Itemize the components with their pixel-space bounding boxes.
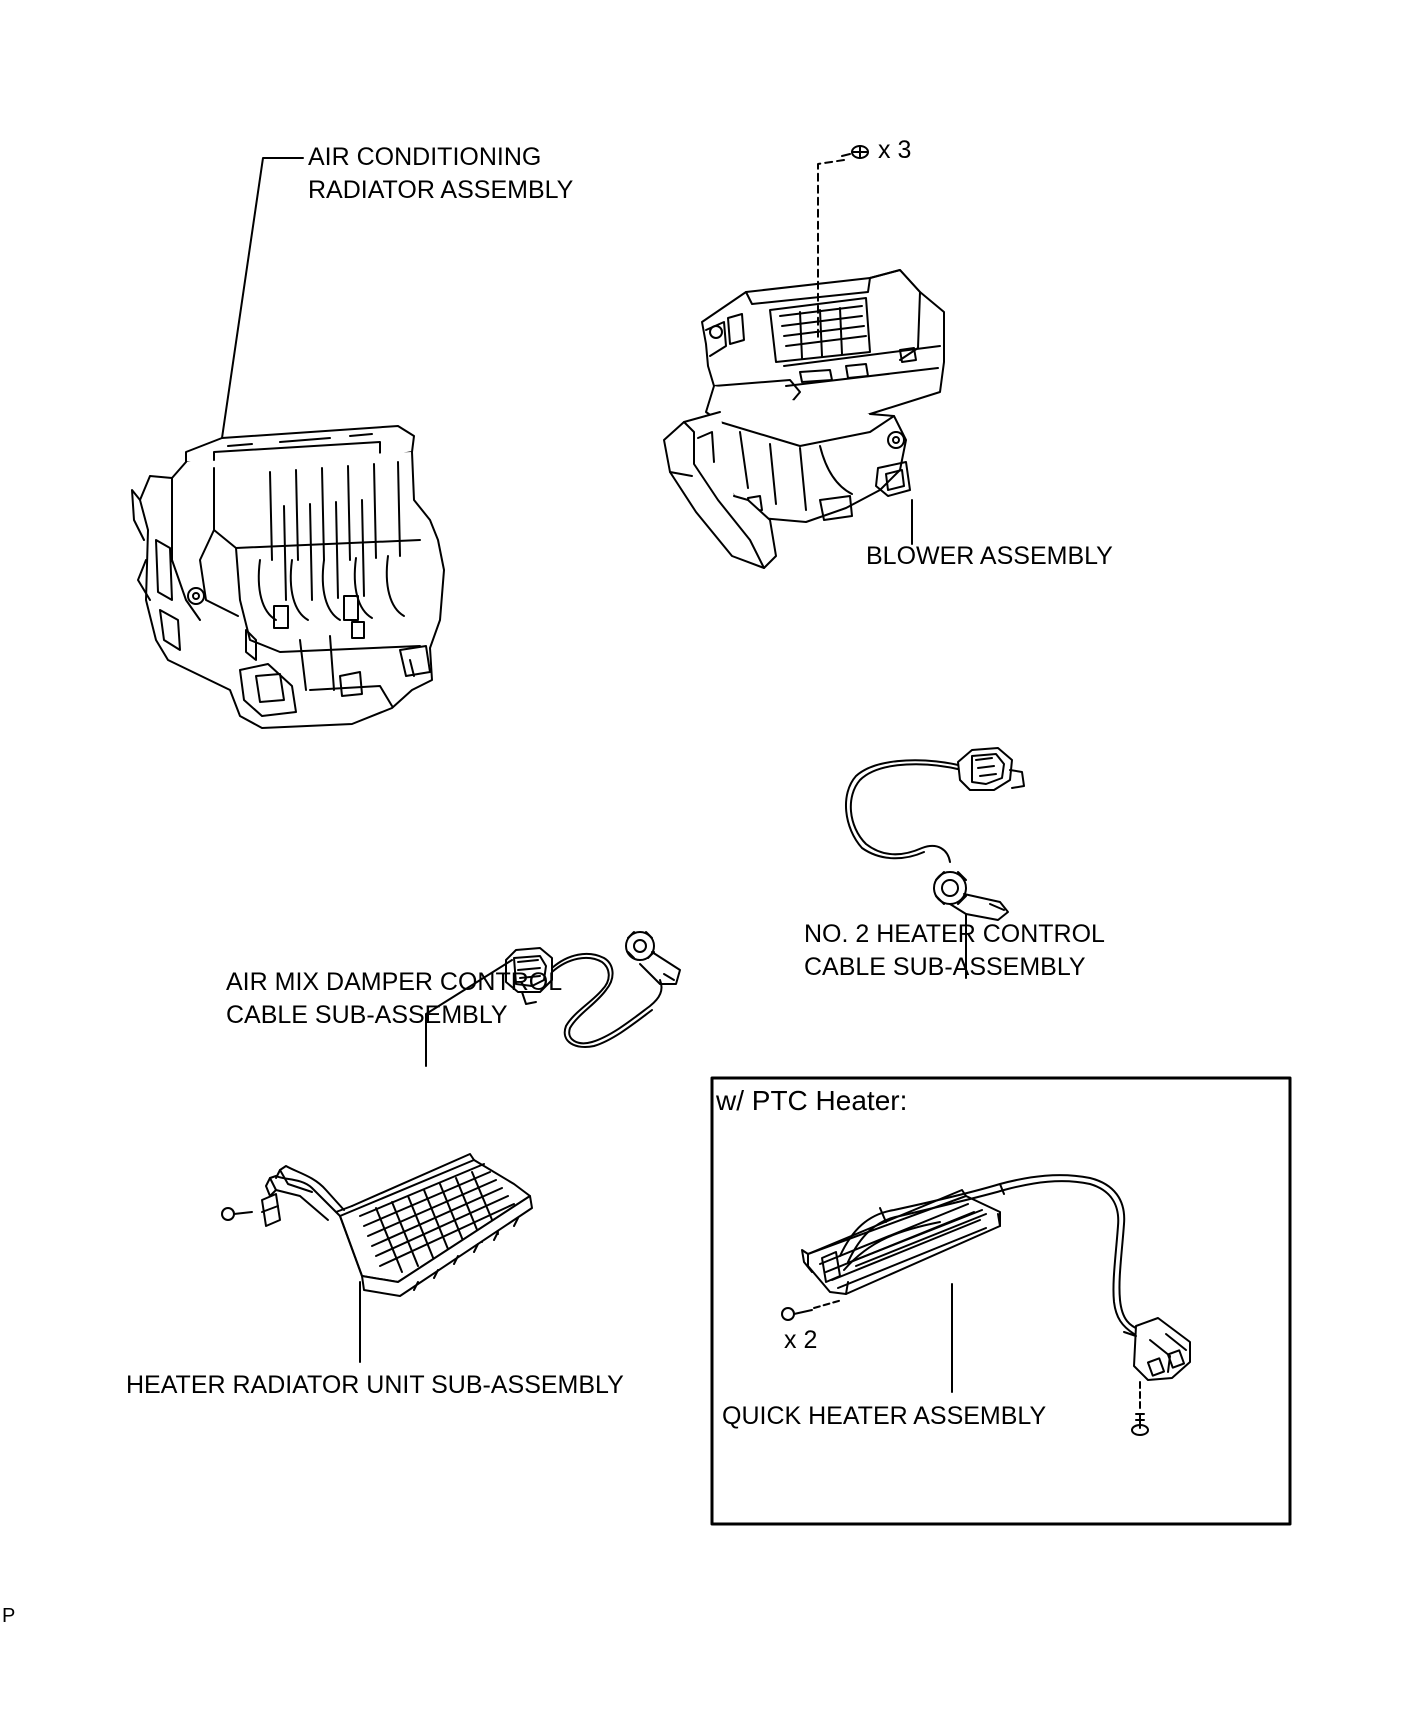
corner-mark: P — [2, 1605, 16, 1627]
air-mix-leader — [425, 959, 513, 1067]
heater-radiator-label: HEATER RADIATOR UNIT SUB-ASSEMBLY — [126, 1371, 624, 1399]
heater-radiator-screw-icon — [221, 1207, 253, 1221]
quick-heater-screw-dashed-line — [813, 1299, 843, 1309]
quick-heater-label: QUICK HEATER ASSEMBLY — [722, 1402, 1047, 1430]
no2-heater-label-line1: NO. 2 HEATER CONTROL — [804, 920, 1105, 948]
blower-label: BLOWER ASSEMBLY — [866, 542, 1113, 570]
blower-assembly-drawing — [663, 269, 945, 569]
air-mix-label-line1: AIR MIX DAMPER CONTROL — [226, 968, 563, 996]
quick-heater-screw-icon — [781, 1307, 813, 1321]
air-conditioning-radiator-drawing — [131, 425, 445, 729]
no2-heater-label-line2: CABLE SUB-ASSEMBLY — [804, 953, 1086, 981]
ac-radiator-label-line2: RADIATOR ASSEMBLY — [308, 176, 574, 204]
ptc-heater-box — [710, 1076, 1292, 1526]
quick-heater-screw-quantity: x 2 — [784, 1326, 818, 1354]
air-mix-damper-cable-drawing — [505, 931, 681, 1048]
blower-screw-quantity: x 3 — [878, 136, 912, 164]
ac-radiator-leader — [221, 157, 304, 439]
air-mix-label-line2: CABLE SUB-ASSEMBLY — [226, 1001, 508, 1029]
blower-screw-dashed-line — [817, 159, 845, 341]
ac-radiator-label-line1: AIR CONDITIONING — [308, 143, 542, 171]
quick-heater-bottom-screw-icon — [1131, 1413, 1149, 1436]
no2-heater-control-cable-drawing — [845, 747, 1025, 921]
ptc-box-title: w/ PTC Heater: — [716, 1085, 908, 1116]
blower-screw-icon — [841, 145, 869, 159]
heater-radiator-drawing — [261, 1153, 533, 1297]
quick-heater-drawing — [801, 1174, 1191, 1381]
